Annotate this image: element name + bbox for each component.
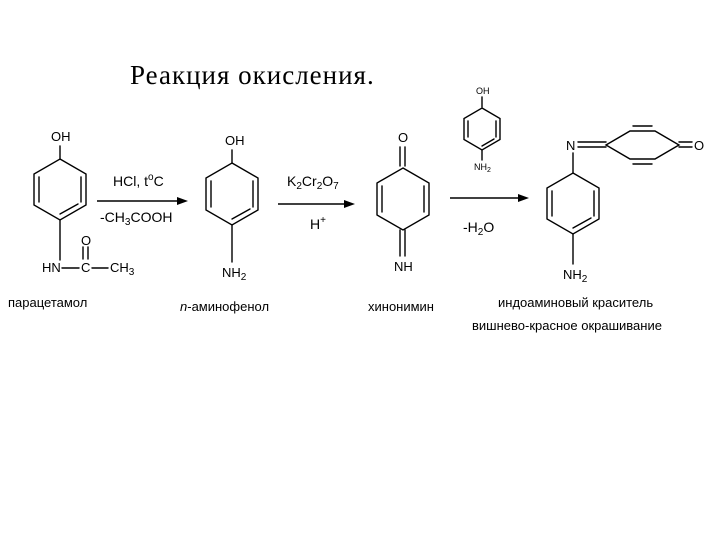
- paracetamol-carbonyl-o-label: O: [81, 233, 91, 248]
- reagent-oh-label: OH: [476, 86, 490, 96]
- aminophenol-oh-label: OH: [225, 133, 245, 148]
- dye-nh2-label: NH2: [563, 267, 588, 285]
- reagent-nh2-label: NH2: [474, 162, 491, 174]
- reaction-arrow-1: HCl, toC -CH3COOH: [97, 172, 188, 228]
- dye-caption-line2: вишнево-красное окрашивание: [472, 318, 662, 333]
- reagent-benzene-ring: [463, 107, 501, 151]
- dye-benzene-ring: [546, 172, 600, 235]
- quinonimine-nh-label: NH: [394, 259, 413, 274]
- dye-o-label: O: [694, 138, 704, 153]
- paracetamol-oh-label: OH: [51, 129, 71, 144]
- aminophenol-nh2-label: NH2: [222, 265, 247, 283]
- step2-condition-top: K2Cr2O7: [287, 173, 339, 192]
- step1-condition-bottom: -CH3COOH: [100, 209, 172, 228]
- quinonimine-caption: хинонимин: [368, 299, 434, 314]
- quinonimine-structure: O NH: [376, 130, 430, 274]
- paracetamol-hn-label: HN: [42, 260, 61, 275]
- step3-condition-bottom: -H2O: [463, 219, 494, 238]
- paracetamol-benzene-ring: [33, 158, 87, 221]
- reagent-aminophenol-structure: OH NH2: [463, 86, 501, 174]
- step1-condition-top: HCl, toC: [113, 172, 164, 189]
- step2-condition-bottom: H+: [310, 215, 326, 232]
- quinonimine-ring: [376, 167, 430, 231]
- quinonimine-o-label: O: [398, 130, 408, 145]
- dye-caption-line1: индоаминовый краситель: [498, 295, 653, 310]
- dye-quinoid-ring: [604, 130, 681, 160]
- paracetamol-structure: OH HN C O CH3: [33, 129, 135, 278]
- reaction-arrow-2: K2Cr2O7 H+: [278, 173, 355, 232]
- paracetamol-ch3-label: CH3: [110, 260, 135, 278]
- indoamine-dye-structure: O N NH2: [546, 125, 704, 285]
- paracetamol-caption: парацетамол: [8, 295, 87, 310]
- aminophenol-caption: n-аминофенол: [180, 299, 269, 314]
- paracetamol-c-label: C: [81, 260, 90, 275]
- reaction-arrow-3: -H2O: [450, 194, 529, 238]
- aminophenol-benzene-ring: [205, 162, 259, 226]
- aminophenol-structure: OH NH2: [205, 133, 259, 283]
- slide-title: Реакция окисления.: [130, 60, 375, 90]
- dye-n-label: N: [566, 138, 575, 153]
